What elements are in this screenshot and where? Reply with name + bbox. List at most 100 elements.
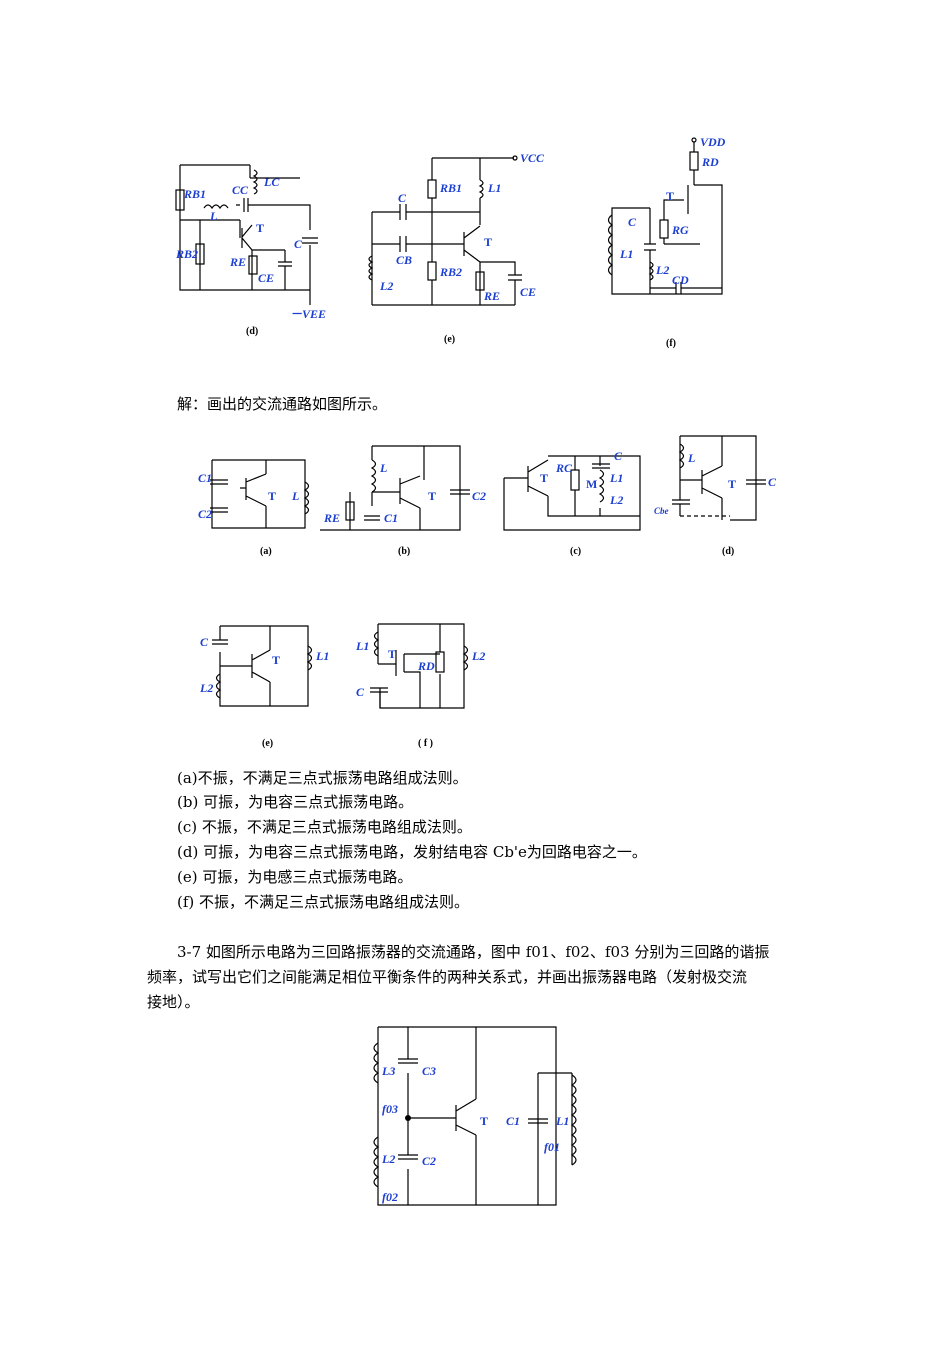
label-vdd: VDD bbox=[700, 135, 726, 149]
top-figure-f: VDD RD T C RG L1 L2 CD (f) bbox=[607, 135, 726, 349]
label-t-b: T bbox=[428, 489, 436, 503]
label-l: L bbox=[209, 209, 217, 223]
label-l1-f-ac: L1 bbox=[355, 639, 369, 653]
resistor-rd bbox=[689, 151, 699, 171]
inductor-l1-e bbox=[478, 179, 484, 225]
label-l2-e: L2 bbox=[379, 279, 393, 293]
top-figures: RB1 LC CC L T RB2 RE CE C －VEE (d) VCC R… bbox=[175, 135, 726, 349]
label-f03-bottom: f03 bbox=[382, 1102, 398, 1116]
label-l1-f: L1 bbox=[619, 247, 633, 261]
label-c-d: C bbox=[768, 475, 777, 489]
label-cbe-d: Cbe bbox=[654, 506, 669, 516]
label-l2-c: L2 bbox=[609, 493, 623, 507]
label-l1-c: L1 bbox=[609, 471, 623, 485]
label-re-e: RE bbox=[483, 289, 500, 303]
label-t-e: T bbox=[484, 235, 492, 249]
resistor-re-b bbox=[345, 501, 355, 521]
inductor-l1-f bbox=[607, 214, 614, 276]
label-rb2-e: RB2 bbox=[439, 265, 462, 279]
label-l-a: L bbox=[291, 489, 299, 503]
ac-figure-d: L T C Cbe (d) bbox=[654, 435, 777, 557]
resistor-rb1-e bbox=[427, 179, 437, 199]
caption-ac-f: ( f ) bbox=[418, 738, 433, 749]
ac-figure-b: L T C2 RE C1 (b) bbox=[320, 445, 486, 557]
inductor-l1-f-ac bbox=[373, 631, 380, 657]
caption-ac-a: (a) bbox=[260, 546, 272, 557]
answer-d: (d) 可振，为电容三点式振荡电路，发射结电容 Cb'e为回路电容之一。 bbox=[177, 843, 647, 861]
label-re-b: RE bbox=[323, 511, 340, 525]
label-c-c: C bbox=[614, 449, 623, 463]
resistor-rc-c bbox=[570, 469, 580, 491]
label-vee: －VEE bbox=[290, 307, 326, 321]
label-rb1: RB1 bbox=[183, 187, 206, 201]
label-l2-e-ac: L2 bbox=[199, 681, 213, 695]
inductor-l3 bbox=[373, 1042, 380, 1084]
label-l3-bottom: L3 bbox=[381, 1064, 395, 1078]
label-ce-e: CE bbox=[520, 285, 536, 299]
ac-figure-e: C T L1 L2 (e) bbox=[199, 625, 329, 749]
inductor-lc bbox=[252, 169, 258, 195]
inductor-l-b bbox=[370, 459, 377, 493]
ac-figure-a: C1 C2 T L (a) bbox=[198, 459, 310, 557]
inductor-l2-e bbox=[368, 255, 374, 281]
resistor-re-e bbox=[475, 271, 485, 291]
label-f02-bottom: f02 bbox=[382, 1190, 398, 1204]
resistor-rb1 bbox=[175, 189, 185, 211]
label-t-f: T bbox=[666, 189, 674, 203]
ac-figure-f: L1 T RD L2 C ( f ) bbox=[355, 623, 485, 749]
label-rb2: RB2 bbox=[175, 247, 198, 261]
inductor-l1l2-c bbox=[598, 469, 605, 503]
label-t-bottom: T bbox=[480, 1114, 488, 1128]
caption-ac-e: (e) bbox=[262, 738, 273, 749]
caption-ac-c: (c) bbox=[570, 546, 581, 557]
label-t-a: T bbox=[268, 489, 276, 503]
label-cd: CD bbox=[672, 273, 689, 287]
bottom-figure: L3 C3 f03 T C1 L1 f01 L2 C2 f02 bbox=[373, 1026, 577, 1206]
inductor-l2 bbox=[373, 1136, 380, 1188]
label-c2-b: C2 bbox=[472, 489, 486, 503]
caption-e: (e) bbox=[444, 334, 455, 345]
inductor-l-d bbox=[678, 443, 685, 469]
resistor-rg bbox=[659, 219, 669, 239]
answer-c: (c) 不振，不满足三点式振荡电路组成法则。 bbox=[177, 818, 472, 836]
label-lc: LC bbox=[263, 175, 280, 189]
label-l2-f: L2 bbox=[655, 263, 669, 277]
problem-line-2: 频率，试写出它们之间能满足相位平衡条件的两种关系式，并画出振荡器电路（发射极交流 bbox=[147, 968, 748, 986]
label-c-e: C bbox=[398, 191, 407, 205]
inductor-l1-e-ac bbox=[306, 645, 313, 671]
inductor-l1 bbox=[570, 1074, 577, 1166]
answer-e: (e) 可振，为电感三点式振荡电路。 bbox=[177, 868, 413, 886]
label-t-d: T bbox=[728, 477, 736, 491]
label-c2-bottom: C2 bbox=[422, 1154, 436, 1168]
label-rd-f-ac: RD bbox=[417, 659, 435, 673]
answer-a: (a)不振，不满足三点式振荡电路组成法则。 bbox=[177, 769, 468, 787]
label-l-b: L bbox=[379, 461, 387, 475]
label-c3-bottom: C3 bbox=[422, 1064, 436, 1078]
top-figure-d: RB1 LC CC L T RB2 RE CE C －VEE (d) bbox=[175, 164, 326, 337]
caption-ac-d: (d) bbox=[722, 546, 734, 557]
label-rd: RD bbox=[701, 155, 719, 169]
label-c-e-ac: C bbox=[200, 635, 209, 649]
label-c1-b: C1 bbox=[384, 511, 398, 525]
answer-b: (b) 可振，为电容三点式振荡电路。 bbox=[177, 793, 414, 811]
label-l1-e: L1 bbox=[487, 181, 501, 195]
label-f01-bottom: f01 bbox=[544, 1140, 560, 1154]
inductor-l2-f-ac bbox=[462, 645, 469, 671]
label-rg: RG bbox=[671, 223, 689, 237]
inductor-l2-f bbox=[648, 261, 654, 281]
ac-figures: C1 C2 T L (a) L T C2 RE C1 (b) T RC M C … bbox=[198, 435, 777, 749]
label-t: T bbox=[256, 221, 264, 235]
label-cb: CB bbox=[396, 253, 412, 267]
resistor-rb2-e bbox=[427, 261, 437, 281]
label-c-f: C bbox=[628, 215, 637, 229]
label-l1-e-ac: L1 bbox=[315, 649, 329, 663]
label-c1-a: C1 bbox=[198, 471, 212, 485]
caption-f: (f) bbox=[666, 338, 676, 349]
label-c: C bbox=[294, 237, 303, 251]
label-vcc: VCC bbox=[520, 151, 545, 165]
top-figure-e: VCC RB1 L1 C T CB RB2 L2 RE CE (e) bbox=[368, 151, 545, 345]
ac-figure-c: T RC M C L1 L2 (c) bbox=[503, 449, 641, 557]
inductor-l-a bbox=[303, 481, 310, 515]
label-c2-a: C2 bbox=[198, 507, 212, 521]
label-rb1-e: RB1 bbox=[439, 181, 462, 195]
